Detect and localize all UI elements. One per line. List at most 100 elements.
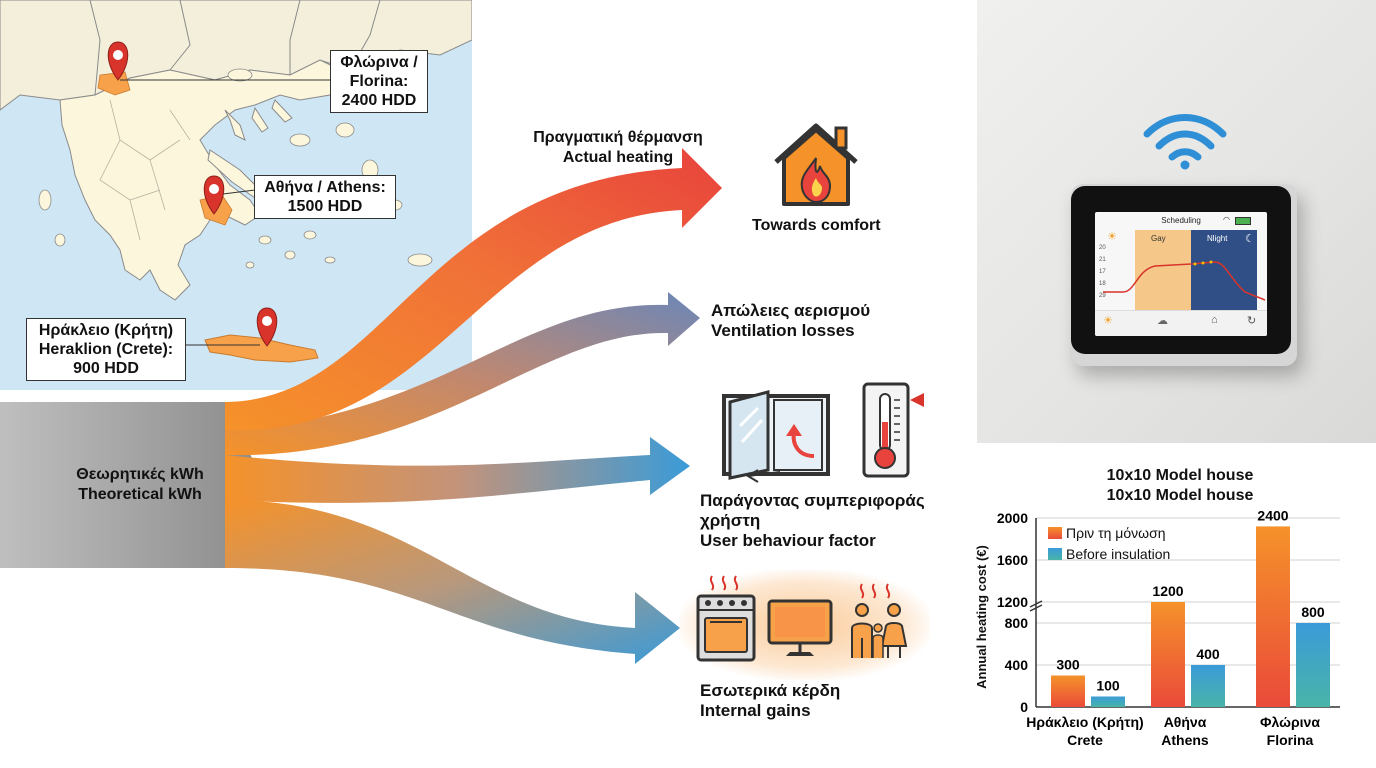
- schedule-curve: [1103, 260, 1266, 301]
- screen-y-tick-1: 21: [1099, 257, 1106, 263]
- bar-value-label: 2400: [1257, 507, 1288, 523]
- screen-y-tick-0: 20: [1099, 245, 1106, 251]
- open-window-icon: [722, 390, 830, 483]
- bars: [1051, 526, 1330, 707]
- screen-y-ticks: 20 21 17 18 29: [1099, 242, 1106, 302]
- away-mode-icon[interactable]: ⌂: [1211, 314, 1218, 326]
- y-tick-label: 800: [1005, 615, 1029, 631]
- y-axis-label: Annual heating cost (€): [974, 545, 989, 689]
- chart-title-line1: 10x10 Model house: [1106, 467, 1254, 484]
- bar-1-1: [1191, 665, 1225, 707]
- bar-value-label: 300: [1056, 657, 1080, 673]
- y-tick-label: 1200: [997, 594, 1028, 610]
- x-tick-label: Athens: [1161, 732, 1209, 748]
- florina-label-line1: Φλώρινα /: [340, 54, 418, 71]
- sankey-flows: [0, 148, 722, 664]
- night-label: Nlight: [1207, 234, 1228, 243]
- moon-icon: ☾: [1245, 233, 1255, 245]
- behaviour-line3: User behaviour factor: [700, 531, 876, 550]
- internal-gains-line2: Internal gains: [700, 701, 811, 720]
- x-tick-label: Crete: [1067, 732, 1103, 748]
- source-label-line2: Theoretical kWh: [78, 486, 202, 503]
- florina-label-line3: 2400 HDD: [341, 92, 417, 109]
- behaviour-line2: χρήστη: [700, 511, 761, 530]
- heraklion-label-line1: Ηράκλειο (Κρήτη): [38, 322, 174, 339]
- bar-1-2: [1296, 623, 1330, 707]
- thermostat-photo: Scheduling ◠ Gay Nlight ☀ ☾ 20 21 17 18 …: [977, 0, 1376, 443]
- ventilation-line1: Απώλειες αερισμού: [711, 301, 871, 320]
- y-tick-label: 0: [1020, 699, 1028, 715]
- screen-wifi-icon: ◠: [1223, 215, 1230, 224]
- screen-bottom-bar: [1095, 310, 1267, 336]
- x-tick-label: Ηράκλειο (Κρήτη): [1026, 714, 1143, 730]
- source-label-line1: Θεωρητικές kWh: [76, 466, 204, 483]
- x-tick-label: Florina: [1267, 732, 1314, 748]
- bar-value-label: 800: [1301, 604, 1325, 620]
- chart-title-line2: 10x10 Model house: [1106, 487, 1254, 504]
- athens-label-line1: Αθήνα / Athens:: [264, 179, 386, 196]
- flow-user-behaviour: [225, 437, 690, 503]
- athens-label-line2: 1500 HDD: [287, 198, 363, 215]
- refresh-icon[interactable]: ↻: [1247, 315, 1257, 327]
- people-icon: [851, 583, 908, 658]
- y-tick-label: 2000: [997, 510, 1028, 526]
- sunny-mode-icon[interactable]: ☀: [1103, 315, 1113, 327]
- bar-0-2: [1256, 526, 1290, 707]
- greece-map: Φλώρινα / Florina: 2400 HDD Αθήνα / Athe…: [0, 0, 472, 390]
- internal-gains-label: Εσωτερικά κέρδη Internal gains: [700, 681, 840, 721]
- x-tick-label: Αθήνα: [1164, 714, 1207, 730]
- monitor-icon: [767, 599, 833, 656]
- screen-y-tick-4: 29: [1099, 293, 1106, 299]
- florina-label: Φλώρινα / Florina: 2400 HDD: [330, 50, 428, 113]
- bar-0-0: [1051, 675, 1085, 707]
- athens-label: Αθήνα / Athens: 1500 HDD: [254, 175, 396, 219]
- heraklion-label-line2: Heraklion (Crete):: [38, 341, 174, 358]
- source-block: [0, 402, 265, 568]
- bar-0-1: [1151, 602, 1185, 707]
- florina-pin-icon: [107, 41, 129, 81]
- flow-actual-heating: [225, 148, 722, 431]
- legend-swatch-series-1: [1048, 548, 1062, 560]
- towards-comfort-label: Towards comfort: [752, 217, 881, 234]
- legend-label-series-1: Before insulation: [1066, 546, 1170, 562]
- legend: Πριν τη μόνωση Before insulation: [1048, 525, 1170, 562]
- thermostat-screen: Scheduling ◠ Gay Nlight ☀ ☾ 20 21 17 18 …: [1095, 212, 1267, 336]
- x-tick-label: Φλώρινα: [1260, 714, 1320, 730]
- actual-heating-label: Πραγματική θέρμανση Actual heating: [520, 128, 716, 168]
- ventilation-line2: Ventilation losses: [711, 321, 855, 340]
- screen-title: Scheduling: [1161, 216, 1201, 225]
- screen-y-tick-2: 17: [1099, 269, 1106, 275]
- day-zone: [1135, 230, 1191, 310]
- wifi-icon: [1143, 114, 1227, 170]
- oven-icon: [696, 575, 756, 662]
- screen-y-tick-3: 18: [1099, 281, 1106, 287]
- flow-ventilation: [225, 292, 700, 456]
- florina-label-line2: Florina:: [349, 73, 409, 90]
- map-region-lines: [99, 99, 191, 241]
- athens-pin-icon: [203, 175, 225, 215]
- actual-heating-line1: Πραγματική θέρμανση: [533, 129, 703, 146]
- bar-value-label: 1200: [1152, 583, 1183, 599]
- cloud-mode-icon[interactable]: ☁: [1157, 315, 1168, 327]
- bar-1-0: [1091, 696, 1125, 707]
- flow-internal-gains: [225, 500, 680, 664]
- behaviour-line1: Παράγοντας συμπεριφοράς: [700, 491, 925, 510]
- legend-swatch-series-0: [1048, 527, 1062, 539]
- battery-icon: [1235, 217, 1251, 225]
- map-border-lines: [89, 0, 381, 96]
- ventilation-label: Απώλειες αερισμού Ventilation losses: [711, 301, 870, 341]
- heraklion-label-line3: 900 HDD: [73, 360, 139, 377]
- map-crete: [204, 334, 319, 363]
- map-halkidiki: [224, 99, 293, 141]
- map-land-greece: [59, 59, 346, 301]
- heraklion-pin-icon: [256, 307, 278, 347]
- axis-break-icon: [1029, 600, 1043, 612]
- chart-title: 10x10 Model house 10x10 Model house: [1090, 466, 1270, 506]
- bar-value-label: 400: [1196, 646, 1220, 662]
- thermometer-icon: [862, 382, 924, 478]
- internal-gains-line1: Εσωτερικά κέρδη: [700, 681, 841, 700]
